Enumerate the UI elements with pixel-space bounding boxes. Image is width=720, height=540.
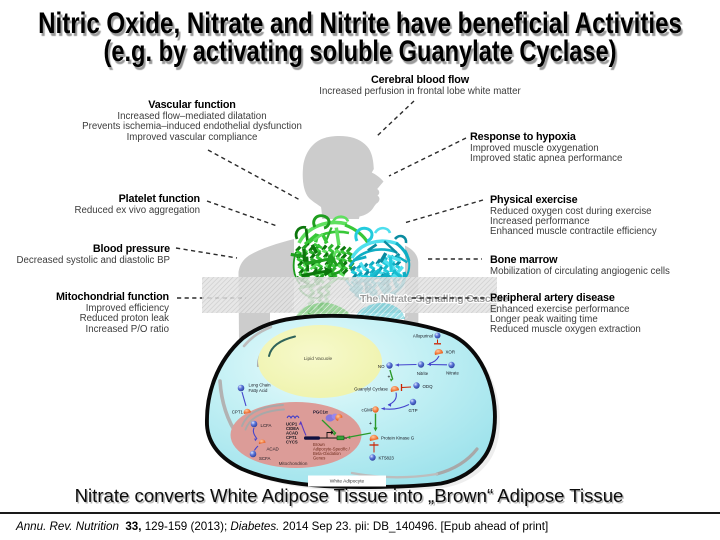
svg-text:ACAD: ACAD [286, 431, 298, 436]
svg-text:CIDEA: CIDEA [286, 426, 299, 431]
svg-text:Lipid Vacuole: Lipid Vacuole [304, 356, 333, 362]
svg-text:Genes: Genes [313, 456, 325, 461]
svg-text:CPT1: CPT1 [286, 435, 297, 440]
svg-text:+: + [388, 375, 391, 381]
svg-text:+: + [369, 421, 372, 427]
svg-text:Nitrate: Nitrate [446, 371, 459, 376]
svg-text:LCFA: LCFA [261, 423, 272, 428]
svg-text:Brown: Brown [313, 442, 326, 447]
svg-text:Nitrite: Nitrite [417, 371, 429, 376]
svg-text:GTP: GTP [408, 408, 417, 413]
svg-text:ODQ: ODQ [423, 384, 434, 389]
svg-text:Beta-Oxidation: Beta-Oxidation [313, 451, 341, 456]
svg-text:Guanylyl Cyclase: Guanylyl Cyclase [354, 387, 388, 392]
svg-text:White Adipocyte: White Adipocyte [330, 479, 365, 485]
svg-text:CYCS: CYCS [286, 440, 298, 445]
svg-text:Protein Kinase G: Protein Kinase G [381, 436, 415, 441]
svg-text:Fatty Acid: Fatty Acid [249, 388, 268, 393]
svg-text:KT5823: KT5823 [379, 456, 395, 461]
svg-text:Allopurinol: Allopurinol [413, 334, 433, 339]
svg-text:UCP1: UCP1 [286, 422, 298, 427]
svg-text:NO: NO [378, 364, 385, 369]
svg-text:SCFA: SCFA [259, 456, 271, 461]
svg-text:cGMP: cGMP [362, 408, 374, 413]
svg-text:Mitochondrion: Mitochondrion [279, 461, 308, 466]
svg-text:XOR: XOR [446, 350, 456, 355]
svg-text:PGC1α: PGC1α [313, 410, 328, 415]
svg-text:ACAD: ACAD [267, 447, 279, 452]
svg-text:Long Chain: Long Chain [249, 383, 272, 388]
svg-text:CPT1: CPT1 [232, 410, 244, 415]
svg-text:Adipocyte-Specific /: Adipocyte-Specific / [313, 447, 351, 452]
